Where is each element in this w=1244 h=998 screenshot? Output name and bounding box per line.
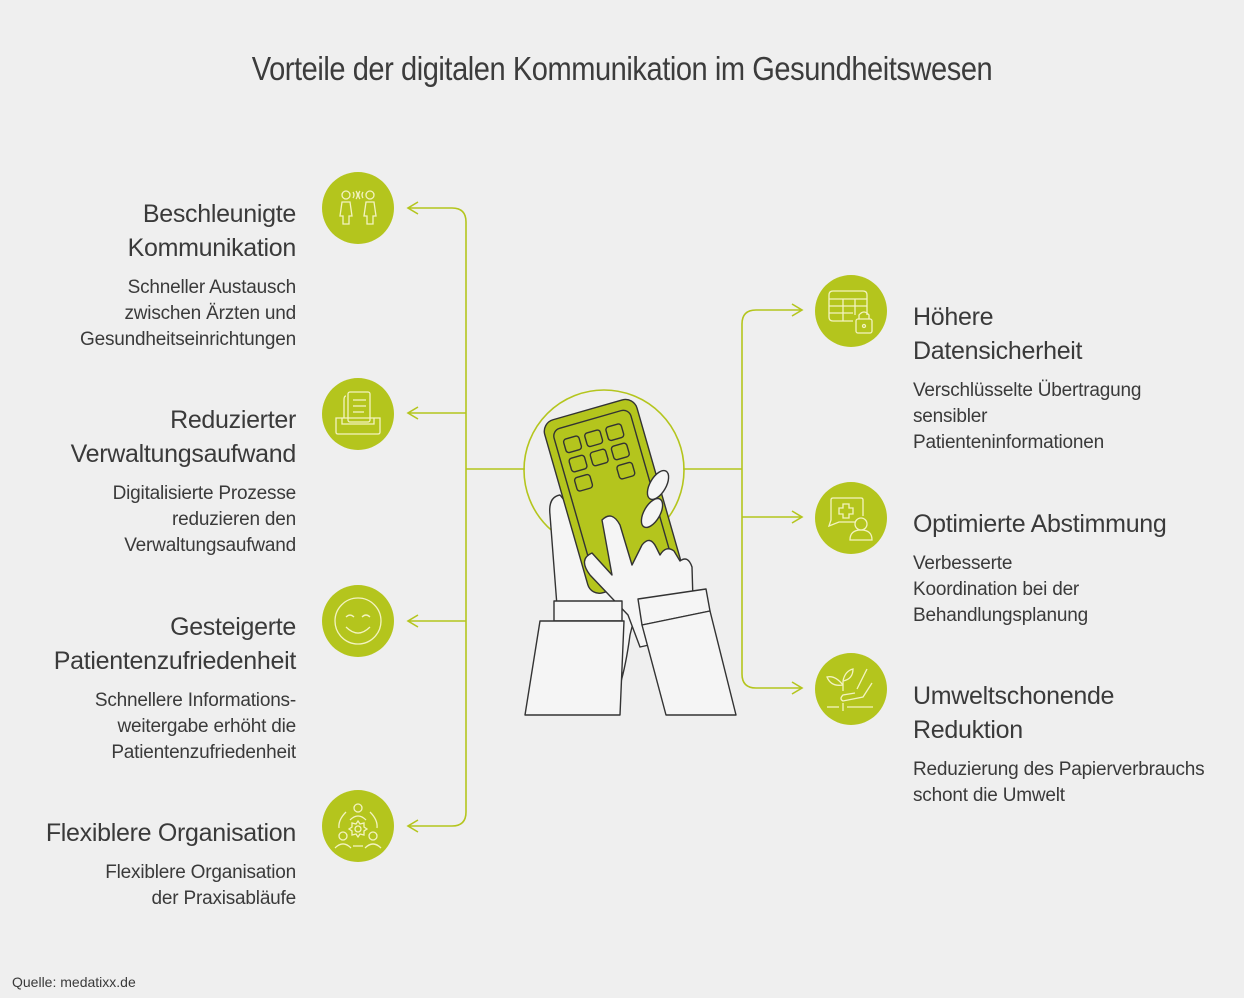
benefit-item-data-security: Höhere Datensicherheit Verschlüsselte Üb… bbox=[913, 300, 1213, 456]
benefit-item-patient-satisfaction: Gesteigerte Patientenzufriedenheit Schne… bbox=[36, 610, 297, 766]
item-description: Verbesserte Koordination bei der Behandl… bbox=[913, 553, 1088, 626]
item-title: Umweltschonende Reduktion bbox=[913, 682, 1115, 744]
source-credit: Quelle: medatixx.de bbox=[12, 974, 136, 990]
item-description: Schneller Austausch zwischen Ärzten und … bbox=[80, 277, 296, 350]
item-description: Flexiblere Organisation der Praxisabläuf… bbox=[105, 862, 296, 909]
item-description: Schnellere Informations- weitergabe erhö… bbox=[94, 690, 296, 763]
benefit-item-reduced-admin: Reduzierter Verwaltungsaufwand Digitalis… bbox=[36, 403, 297, 559]
document-tray-icon bbox=[322, 378, 394, 450]
smiley-face-icon bbox=[322, 585, 394, 657]
page-title: Vorteile der digitalen Kommunikation im … bbox=[251, 50, 993, 87]
benefit-item-flexible-organisation: Flexiblere Organisation Flexiblere Organ… bbox=[36, 816, 296, 912]
item-description: Reduzierung des Papierverbrauchs schont … bbox=[913, 759, 1205, 806]
item-title: Höhere Datensicherheit bbox=[913, 303, 1083, 365]
benefit-item-faster-communication: Beschleunigte Kommunikation Schneller Au… bbox=[36, 197, 296, 353]
benefit-item-environmental-reduction: Umweltschonende Reduktion Reduzierung de… bbox=[913, 679, 1233, 809]
benefit-item-optimized-coordination: Optimierte Abstimmung Verbesserte Koordi… bbox=[913, 507, 1213, 629]
people-communication-icon bbox=[322, 172, 394, 244]
plant-hand-icon bbox=[815, 653, 887, 725]
item-title: Gesteigerte Patientenzufriedenheit bbox=[53, 613, 297, 675]
item-title: Reduzierter Verwaltungsaufwand bbox=[70, 406, 297, 468]
item-title: Flexiblere Organisation bbox=[45, 819, 296, 847]
item-description: Verschlüsselte Übertragung sensibler Pat… bbox=[913, 380, 1142, 453]
item-title: Optimierte Abstimmung bbox=[913, 510, 1167, 538]
item-title: Beschleunigte Kommunikation bbox=[127, 200, 297, 262]
hands-holding-smartphone-icon bbox=[524, 398, 737, 716]
team-gear-icon bbox=[322, 790, 394, 862]
table-lock-icon bbox=[815, 275, 887, 347]
chat-medical-person-icon bbox=[815, 482, 887, 554]
item-description: Digitalisierte Prozesse reduzieren den V… bbox=[112, 483, 297, 556]
